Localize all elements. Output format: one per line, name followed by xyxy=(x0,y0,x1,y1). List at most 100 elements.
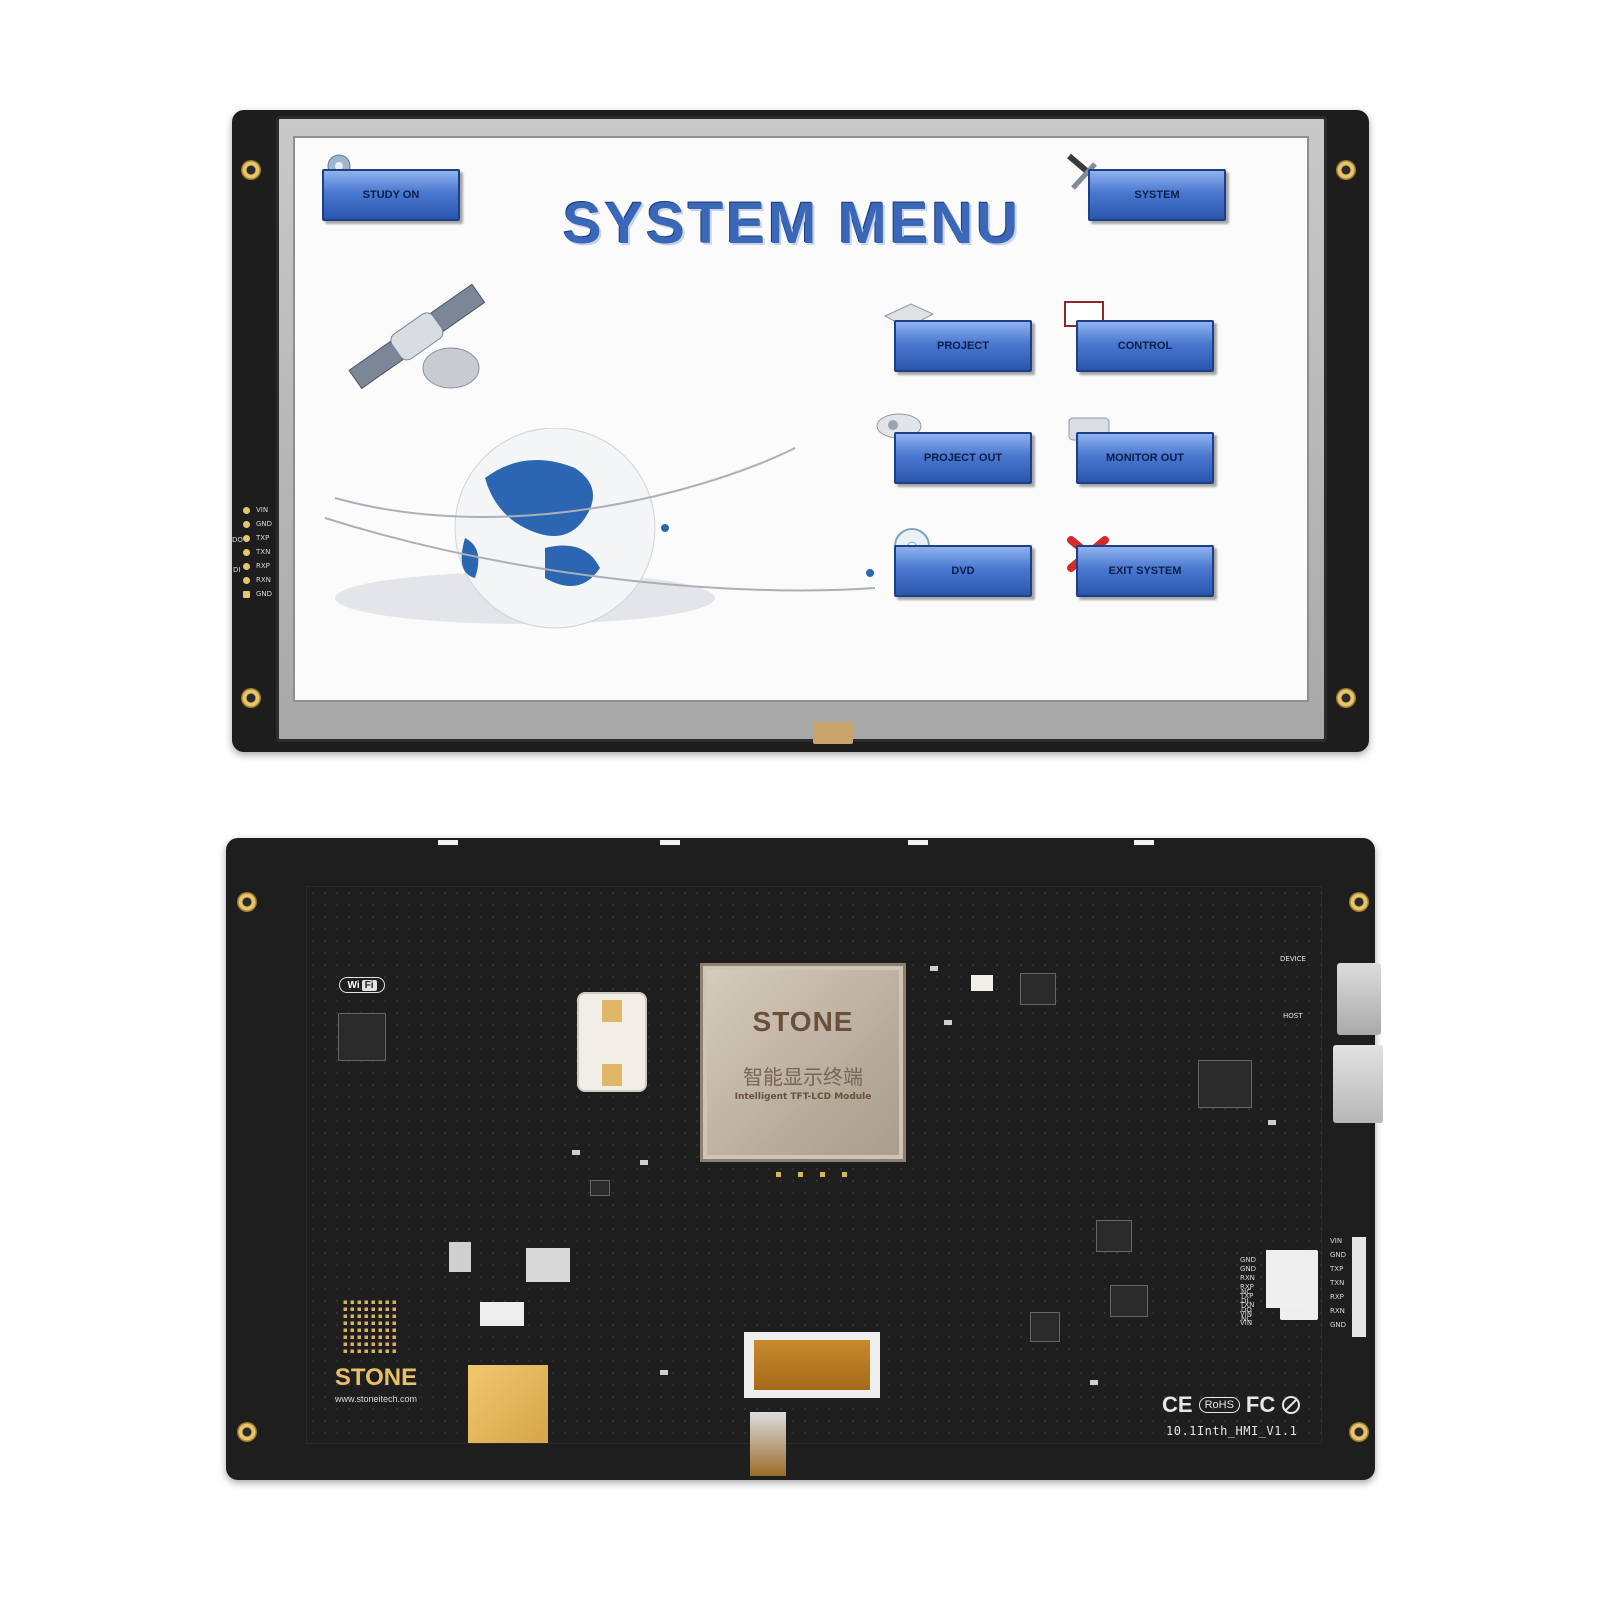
smd-part xyxy=(1268,1120,1276,1125)
pad xyxy=(449,1242,471,1272)
connector-label: TXP xyxy=(1240,1292,1254,1300)
screen-title: SYSTEM MENU xyxy=(562,191,1022,256)
stone-url: www.stoneitech.com xyxy=(334,1394,418,1404)
test-pad xyxy=(798,1172,803,1177)
mount-hole xyxy=(237,892,257,912)
chip-subtitle: Intelligent TFT-LCD Module xyxy=(734,1092,872,1102)
connector-label: DI xyxy=(1241,1297,1249,1305)
smd-part xyxy=(572,1150,580,1155)
mount-hole xyxy=(241,160,261,180)
pin-label: RXN xyxy=(1330,1307,1345,1315)
smd-part xyxy=(640,1160,648,1165)
chip-chinese-label: 智能显示终端 xyxy=(743,1065,863,1089)
rohs-badge: RoHS xyxy=(1198,1397,1240,1413)
mount-hole xyxy=(1349,892,1369,912)
connector-label: GND xyxy=(1240,1265,1257,1273)
board-clip xyxy=(908,840,928,845)
study-on-button[interactable]: STUDY ON xyxy=(322,169,460,221)
pin-label-group: VIN GND TXP TXN RXP RXN GND xyxy=(1330,1237,1346,1329)
mount-hole xyxy=(241,688,261,708)
connector-label: VIN xyxy=(1240,1319,1253,1327)
pin-group-label: DI xyxy=(233,566,241,574)
switch xyxy=(526,1248,570,1282)
usb-host-label: HOST xyxy=(1283,1012,1303,1020)
connector-label: NC xyxy=(1241,1315,1252,1323)
pin-label: GND xyxy=(256,520,273,528)
ribbon-cable xyxy=(754,1340,870,1390)
satellite-icon xyxy=(348,283,486,390)
connector-label: DO xyxy=(1241,1306,1252,1314)
pin-label: GND xyxy=(1330,1251,1347,1259)
connector-label: NC xyxy=(1241,1288,1252,1296)
pin-dot xyxy=(243,520,250,528)
wifi-badge: Wi Fi xyxy=(339,977,385,993)
connector-label: RXN xyxy=(1240,1274,1255,1282)
pin-header-front: VIN GND TXP TXN RXP RXN GND xyxy=(243,506,272,598)
dvd-button[interactable]: DVD xyxy=(894,545,1032,597)
pin-dot xyxy=(243,576,250,584)
mount-hole xyxy=(1349,1422,1369,1442)
stone-logo: STONE xyxy=(334,1364,418,1391)
pin-label: TXN xyxy=(256,548,271,556)
connector-label: VIN xyxy=(1240,1310,1253,1318)
board-version: 10.1Inth_HMI_V1.1 xyxy=(1166,1424,1298,1438)
inductor xyxy=(1030,1312,1060,1342)
connector-label: TXN xyxy=(1240,1301,1255,1309)
pin-label: VIN xyxy=(1330,1237,1343,1245)
system-button[interactable]: SYSTEM xyxy=(1088,169,1226,221)
control-button[interactable]: CONTROL xyxy=(1076,320,1214,372)
pin-dot xyxy=(243,534,250,542)
pin-label: RXP xyxy=(256,562,270,570)
usb-device-label: DEVICE xyxy=(1280,955,1306,963)
pin-dot xyxy=(243,506,250,514)
pin-header-back xyxy=(1352,1237,1366,1337)
pin-label: TXP xyxy=(256,534,270,542)
pin-label: TXP xyxy=(1330,1265,1344,1273)
lcd-screen[interactable]: SYSTEM MENU STUDY ON SYSTEM PROJECT xyxy=(293,136,1309,702)
smd-part xyxy=(1090,1380,1098,1385)
fpc-connector xyxy=(480,1302,524,1326)
pin-group-label: DO xyxy=(232,536,243,544)
board-clip xyxy=(660,840,680,845)
pin-label: VIN xyxy=(256,506,269,514)
exit-system-button[interactable]: EXIT SYSTEM xyxy=(1076,545,1214,597)
pin-dot xyxy=(243,562,250,570)
board-clip xyxy=(1134,840,1154,845)
project-button[interactable]: PROJECT xyxy=(894,320,1032,372)
pin-label: TXN xyxy=(1330,1279,1345,1287)
ethernet-port xyxy=(1333,1045,1383,1123)
white-connector xyxy=(1266,1250,1310,1308)
battery-contact xyxy=(602,1064,622,1086)
connector-label: RXP xyxy=(1240,1283,1254,1291)
ethernet-transformer xyxy=(1198,1060,1252,1108)
ic-chip xyxy=(1110,1285,1148,1317)
monitor-out-button[interactable]: MONITOR OUT xyxy=(1076,432,1214,484)
pin-label: GND xyxy=(256,590,273,598)
globe-icon xyxy=(324,428,875,629)
battery-holder xyxy=(577,992,647,1092)
wifi-label: Fi xyxy=(361,979,377,991)
test-pad xyxy=(776,1172,781,1177)
main-processor-chip: STONE 智能显示终端 Intelligent TFT-LCD Module xyxy=(700,963,906,1162)
board-clip xyxy=(438,840,458,845)
certification-marks: CE RoHS FC xyxy=(1162,1392,1342,1418)
smd-part xyxy=(660,1370,668,1375)
test-pad xyxy=(820,1172,825,1177)
pin-dot xyxy=(243,548,250,556)
fcc-mark: FC xyxy=(1245,1392,1276,1417)
usb-port xyxy=(1337,963,1381,1035)
connector-label: GND xyxy=(1240,1256,1257,1264)
gold-shield-pad xyxy=(468,1365,548,1443)
pin-label: GND xyxy=(1330,1321,1347,1329)
flex-cable xyxy=(813,722,853,744)
pin-label: RXP xyxy=(1330,1293,1344,1301)
ic-chip xyxy=(1096,1220,1132,1252)
connector-label-group: GND GND RXN RXP TXP TXN VIN VIN xyxy=(1240,1256,1256,1327)
mount-hole xyxy=(1336,160,1356,180)
connector xyxy=(971,975,993,991)
inductor xyxy=(1020,973,1056,1005)
battery-contact xyxy=(602,1000,622,1022)
smd-part xyxy=(944,1020,952,1025)
project-out-button[interactable]: PROJECT OUT xyxy=(894,432,1032,484)
flex-cable xyxy=(750,1412,786,1476)
